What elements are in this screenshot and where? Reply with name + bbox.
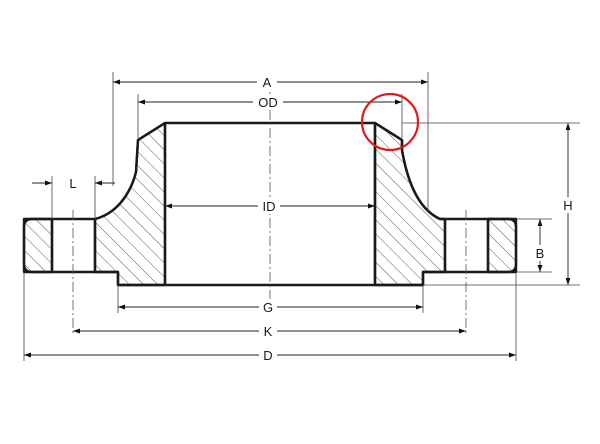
left-flange-section (22, 217, 54, 274)
dim-l-label: L (69, 176, 76, 191)
dim-g-label: G (263, 300, 273, 315)
left-hub-section (93, 121, 167, 287)
dim-id-label: ID (263, 199, 276, 214)
right-flange-section (486, 217, 518, 274)
dim-d-label: D (263, 348, 272, 363)
right-hub-section (373, 121, 447, 287)
dim-b-label: B (536, 246, 545, 261)
weld-bevel-highlight-circle (360, 92, 420, 152)
dim-h-label: H (563, 198, 572, 213)
dim-a-label: A (263, 75, 272, 90)
dim-k-label: K (264, 324, 273, 339)
dim-od-label: OD (258, 95, 278, 110)
